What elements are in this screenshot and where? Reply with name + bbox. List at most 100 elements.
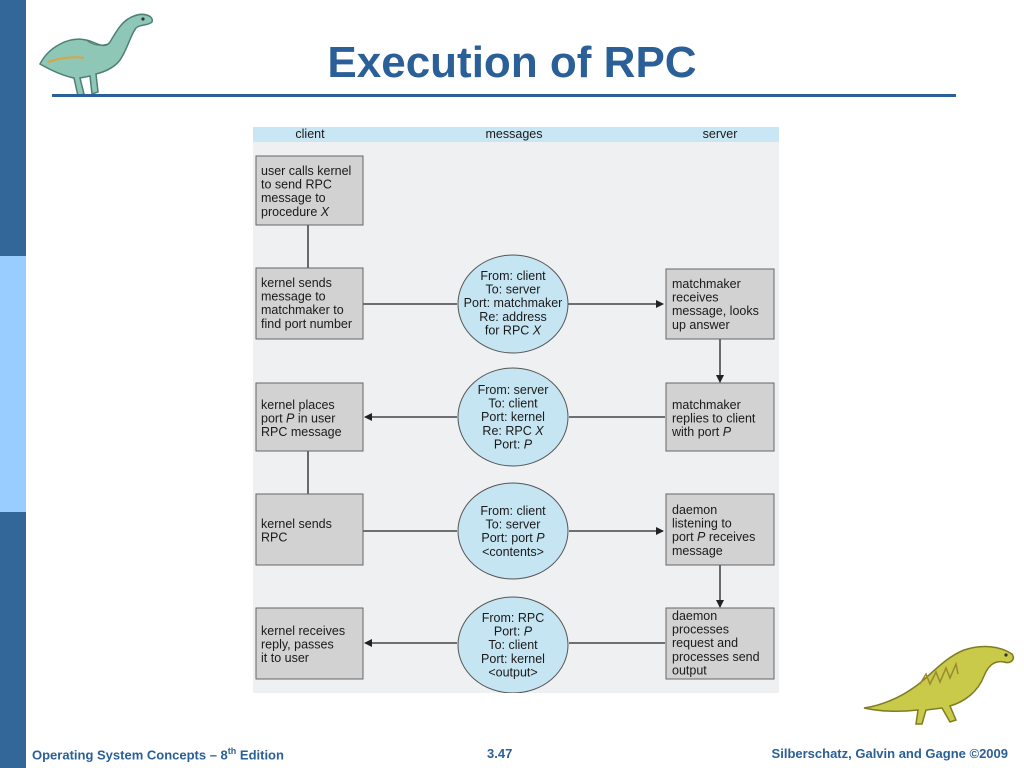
text-line: From: RPC bbox=[482, 611, 545, 625]
text-segment: message to bbox=[261, 290, 326, 304]
text-line: <contents> bbox=[482, 545, 544, 559]
title-underline bbox=[52, 94, 956, 97]
text-segment: Port: kernel bbox=[481, 410, 545, 424]
text-segment: processes bbox=[672, 623, 729, 637]
text-segment: kernel sends bbox=[261, 276, 332, 290]
text-line: up answer bbox=[672, 318, 730, 332]
diagram-header-band bbox=[253, 127, 779, 142]
text-segment: find port number bbox=[261, 317, 352, 331]
text-line: Port: kernel bbox=[481, 652, 545, 666]
text-line: daemon bbox=[672, 609, 717, 623]
text-segment: to send RPC bbox=[261, 178, 332, 192]
italic-symbol: P bbox=[723, 425, 732, 439]
left-band-middle bbox=[0, 256, 26, 512]
text-segment: processes send bbox=[672, 650, 760, 664]
italic-symbol: X bbox=[320, 205, 330, 219]
text-line: matchmaker to bbox=[261, 303, 344, 317]
text-line: RPC bbox=[261, 531, 287, 545]
text-segment: From: RPC bbox=[482, 611, 545, 625]
text-segment: From: server bbox=[478, 383, 549, 397]
text-line: output bbox=[672, 663, 707, 677]
text-line: Re: RPC X bbox=[482, 424, 544, 438]
footer-book-title-text: Operating System Concepts – 8 bbox=[32, 747, 228, 763]
text-line: To: server bbox=[486, 518, 541, 532]
text-segment: message bbox=[672, 544, 723, 558]
text-segment: Re: RPC bbox=[482, 424, 535, 438]
text-segment: replies to client bbox=[672, 412, 756, 426]
text-segment: request and bbox=[672, 636, 738, 650]
text-segment: listening to bbox=[672, 517, 732, 531]
header-server: server bbox=[703, 127, 738, 141]
text-segment: reply, passes bbox=[261, 638, 334, 652]
text-segment: To: client bbox=[488, 397, 538, 411]
text-segment: daemon bbox=[672, 609, 717, 623]
text-segment: matchmaker to bbox=[261, 303, 344, 317]
text-segment: receives bbox=[672, 291, 719, 305]
text-line: procedure X bbox=[261, 205, 330, 219]
italic-symbol: P bbox=[697, 530, 706, 544]
text-segment: Port: kernel bbox=[481, 652, 545, 666]
text-line: From: client bbox=[480, 504, 546, 518]
text-segment: kernel places bbox=[261, 398, 335, 412]
italic-symbol: P bbox=[286, 412, 295, 426]
text-segment: message, looks bbox=[672, 304, 759, 318]
text-line: message bbox=[672, 544, 723, 558]
text-segment: To: server bbox=[486, 283, 541, 297]
text-segment: matchmaker bbox=[672, 277, 741, 291]
italic-symbol: P bbox=[524, 437, 533, 451]
footer-copyright: Silberschatz, Galvin and Gagne ©2009 bbox=[771, 746, 1008, 761]
text-segment: Port: bbox=[494, 437, 524, 451]
text-line: receives bbox=[672, 291, 719, 305]
slide-title: Execution of RPC bbox=[327, 38, 697, 87]
italic-symbol: X bbox=[532, 323, 542, 337]
text-segment: Port: matchmaker bbox=[464, 296, 563, 310]
text-segment: kernel receives bbox=[261, 624, 345, 638]
text-line: message to bbox=[261, 290, 326, 304]
text-segment: receives bbox=[705, 530, 755, 544]
text-segment: procedure bbox=[261, 205, 321, 219]
text-line: find port number bbox=[261, 317, 352, 331]
text-line: to send RPC bbox=[261, 178, 332, 192]
italic-symbol: P bbox=[536, 531, 545, 545]
text-line: From: client bbox=[480, 269, 546, 283]
text-line: kernel sends bbox=[261, 517, 332, 531]
text-line: kernel places bbox=[261, 398, 335, 412]
text-segment: it to user bbox=[261, 651, 309, 665]
text-line: for RPC X bbox=[485, 323, 542, 337]
italic-symbol: P bbox=[524, 625, 533, 639]
text-line: processes bbox=[672, 623, 729, 637]
text-line: listening to bbox=[672, 517, 732, 531]
text-segment: Port: bbox=[494, 625, 524, 639]
dinosaur-illustration-icon bbox=[863, 645, 1015, 725]
left-band-top bbox=[0, 0, 26, 256]
text-segment: Port: port bbox=[481, 531, 536, 545]
text-segment: Re: address bbox=[479, 310, 546, 324]
text-line: matchmaker bbox=[672, 277, 741, 291]
text-segment: daemon bbox=[672, 503, 717, 517]
italic-symbol: X bbox=[534, 424, 544, 438]
text-segment: <output> bbox=[488, 665, 537, 679]
text-segment: <contents> bbox=[482, 545, 544, 559]
